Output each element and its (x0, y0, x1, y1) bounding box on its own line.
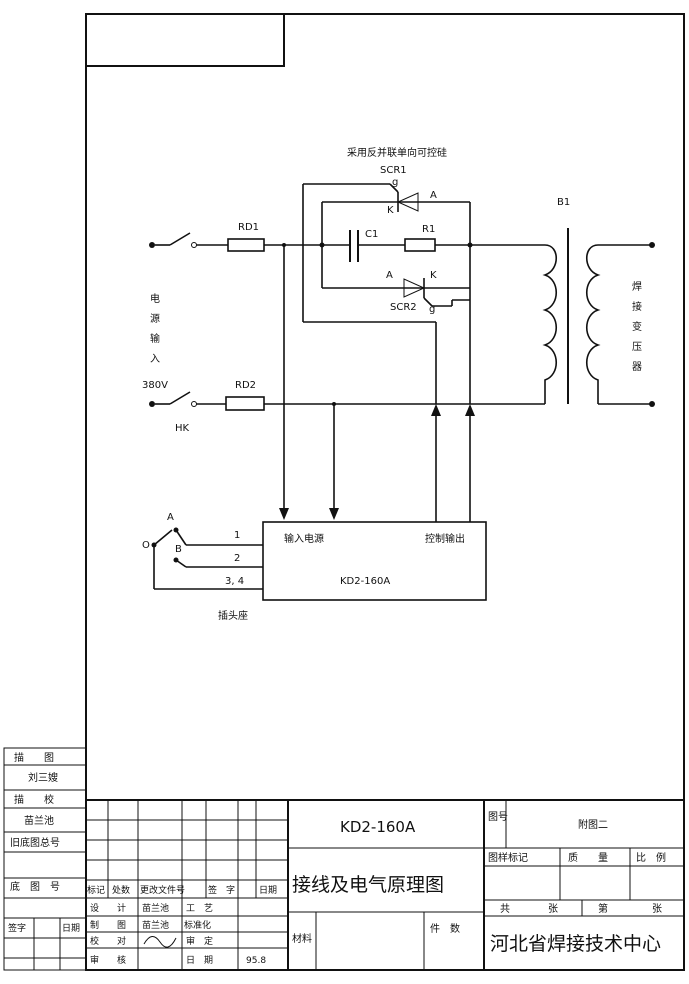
sheet-total: 共 (500, 903, 510, 915)
switch-o: O (142, 540, 150, 551)
drawing-frame (85, 13, 685, 971)
sheet-nth-unit: 张 (652, 903, 662, 915)
controller-model: KD2-160A (340, 576, 390, 587)
trace-label: 描 图 (14, 751, 54, 764)
primary-coil (542, 244, 558, 404)
quality-head: 质 量 (568, 852, 608, 864)
block-model: KD2-160A (340, 818, 416, 836)
socket-label: 插头座 (218, 609, 248, 622)
fuse-rd2 (225, 396, 265, 411)
corner-box (85, 13, 285, 67)
switch-bottom (169, 391, 191, 405)
label-c1: C1 (365, 229, 378, 240)
input-label-2: 源 (150, 312, 160, 325)
signature-check (143, 936, 177, 948)
role-date: 日 期 (186, 955, 213, 966)
label-rd1: RD1 (238, 222, 259, 233)
terminal-l2 (149, 401, 155, 407)
controller-output: 控制输出 (425, 532, 465, 545)
resistor-r1 (404, 238, 436, 252)
left-strip (3, 747, 87, 971)
mark-head: 图样标记 (488, 851, 528, 864)
controller-box (262, 521, 487, 601)
label-hk: HK (175, 423, 190, 434)
output-terminal-bottom (649, 401, 655, 407)
output-label-5: 器 (632, 361, 642, 373)
wire-2: 2 (234, 553, 240, 564)
title-block-grid (86, 799, 684, 970)
role-design: 设 计 (90, 902, 126, 914)
sign-label: 签字 (8, 922, 26, 934)
output-terminal-top (649, 242, 655, 248)
label-scr2-g: g (429, 304, 435, 315)
drawing-title: 接线及电气原理图 (292, 874, 444, 896)
fig-no-label: 图号 (488, 811, 508, 823)
role-design-name: 苗兰池 (142, 902, 169, 914)
role-process: 工 艺 (186, 903, 213, 914)
output-label-2: 接 (632, 300, 642, 313)
input-label-3: 输 (150, 332, 160, 345)
label-scr1-a: A (430, 190, 437, 201)
old-base-no: 旧底图总号 (10, 836, 60, 849)
label-scr1-k: K (387, 205, 394, 216)
rev-head-doc: 更改文件号 (140, 884, 185, 896)
label-r1: R1 (422, 224, 435, 235)
input-label-4: 入 (150, 354, 160, 365)
proof-label: 描 校 (14, 793, 54, 806)
material-label: 材料 (292, 932, 312, 945)
label-scr2-a: A (386, 270, 393, 281)
scr2-symbol (403, 278, 426, 298)
organization: 河北省焊接技术中心 (490, 933, 661, 955)
label-scr2: SCR2 (390, 302, 417, 313)
wire-34: 3, 4 (225, 576, 244, 587)
role-standard: 标准化 (184, 919, 211, 931)
qty-label: 件 数 (430, 922, 460, 935)
fuse-rd1 (227, 238, 265, 252)
output-label-3: 变 (632, 320, 642, 333)
label-scr1: SCR1 (380, 165, 407, 176)
role-review: 审 核 (90, 954, 126, 966)
switch-top (169, 232, 191, 246)
label-b1: B1 (557, 197, 570, 208)
label-scr2-k: K (430, 270, 437, 281)
label-scr1-g: g (392, 177, 398, 188)
output-label-1: 焊 (632, 281, 642, 293)
rev-head-sign: 签 字 (208, 884, 235, 896)
scr-caption: 采用反并联单向可控硅 (347, 146, 447, 159)
role-draw: 制 图 (90, 919, 126, 931)
rev-head-mark: 标记 (87, 884, 105, 896)
output-label-4: 压 (632, 341, 642, 353)
scale-head: 比 例 (636, 851, 666, 864)
rev-head-date: 日期 (259, 885, 277, 896)
wire-1: 1 (234, 530, 240, 541)
trace-name: 刘三嫂 (28, 772, 58, 784)
role-draw-name: 苗兰池 (142, 919, 169, 931)
fig-no: 附图二 (578, 818, 608, 831)
base-no: 底 图 号 (10, 880, 60, 893)
switch-a: A (167, 512, 174, 523)
secondary-coil (585, 244, 601, 404)
voltage-label: 380V (142, 380, 168, 391)
role-check: 校 对 (90, 935, 126, 947)
sheet-total-unit: 张 (548, 903, 558, 915)
role-approve: 审 定 (186, 935, 213, 947)
switch-b: B (175, 544, 182, 555)
input-label-1: 电 (150, 292, 160, 305)
role-date-value: 95.8 (246, 956, 266, 966)
sheet-nth: 第 (598, 902, 608, 915)
scr1-symbol (396, 192, 419, 212)
date-label: 日期 (62, 923, 80, 934)
label-rd2: RD2 (235, 380, 256, 391)
rev-head-count: 处数 (112, 884, 130, 896)
controller-input: 输入电源 (284, 532, 324, 545)
terminal-l1 (149, 242, 155, 248)
proof-name: 苗兰池 (24, 814, 54, 827)
